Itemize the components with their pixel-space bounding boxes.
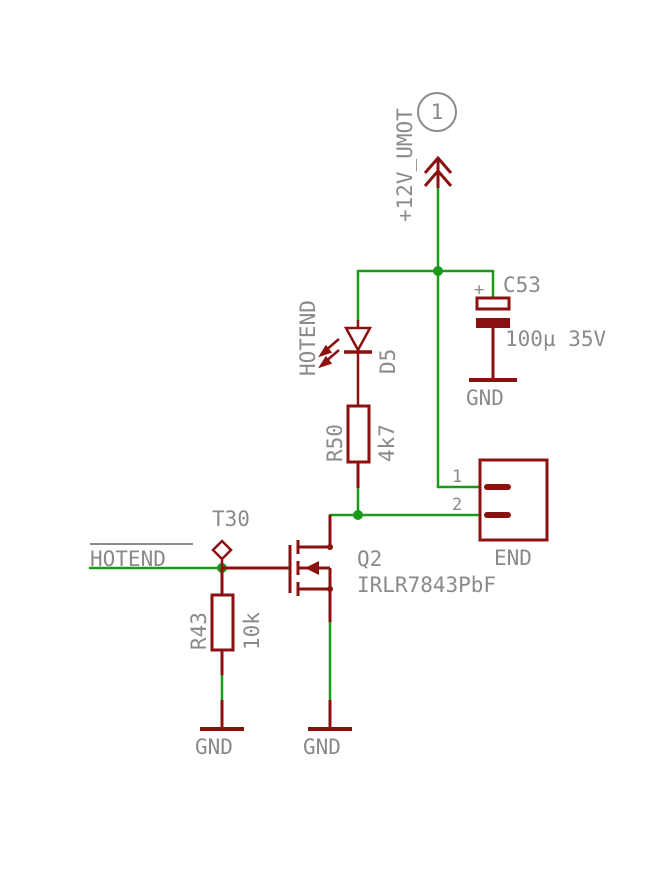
sheet-ref-circle: [417, 92, 457, 132]
capacitor-value: 100µ 35V: [505, 327, 607, 351]
ground-symbol-r43-icon: [200, 700, 244, 731]
ground-symbol-mosfet-icon: [308, 700, 352, 731]
wires: [88, 186, 495, 730]
mosfet-part: IRLR7843PbF: [357, 573, 496, 597]
led-d5: [343, 320, 373, 405]
connector-end: [478, 458, 549, 542]
capacitor-c53: [469, 296, 517, 382]
sheet-ref-number: 1: [431, 100, 444, 124]
r43-value: 10k: [240, 612, 264, 650]
r50-value: 4k7: [375, 424, 399, 462]
r50-ref: R50: [323, 424, 347, 462]
capacitor-gnd-label: GND: [466, 386, 504, 410]
supply-net-label: +12V_UMOT: [393, 108, 417, 222]
supply-arrow-icon: [423, 155, 453, 188]
connector-name: END: [494, 546, 532, 570]
junction-top: [433, 266, 443, 276]
capacitor-ref: C53: [503, 273, 541, 297]
resistor-r43: [210, 568, 235, 675]
connector-pin2: 2: [452, 495, 462, 515]
junction-drain: [353, 510, 363, 520]
connector-pin1: 1: [452, 467, 462, 487]
mosfet-ref: Q2: [357, 547, 382, 571]
resistor-r50: [346, 404, 371, 488]
mosfet-gnd-label: GND: [303, 735, 341, 759]
mosfet-arrow-icon: [305, 561, 319, 575]
mosfet-q2: [222, 515, 332, 622]
led-ref: D5: [376, 349, 400, 374]
r43-ref: R43: [187, 612, 211, 650]
led-light-arrows-icon: [318, 338, 340, 369]
led-label: HOTEND: [296, 300, 320, 376]
mosfet-node-source: [327, 586, 333, 592]
mosfet-node-drain: [327, 544, 333, 550]
capacitor-plus-sign: +: [474, 280, 484, 300]
signal-label: HOTEND: [90, 547, 166, 571]
testpoint-ref: T30: [212, 507, 250, 531]
testpoint-diamond-icon: [211, 539, 233, 568]
r43-gnd-label: GND: [195, 735, 233, 759]
